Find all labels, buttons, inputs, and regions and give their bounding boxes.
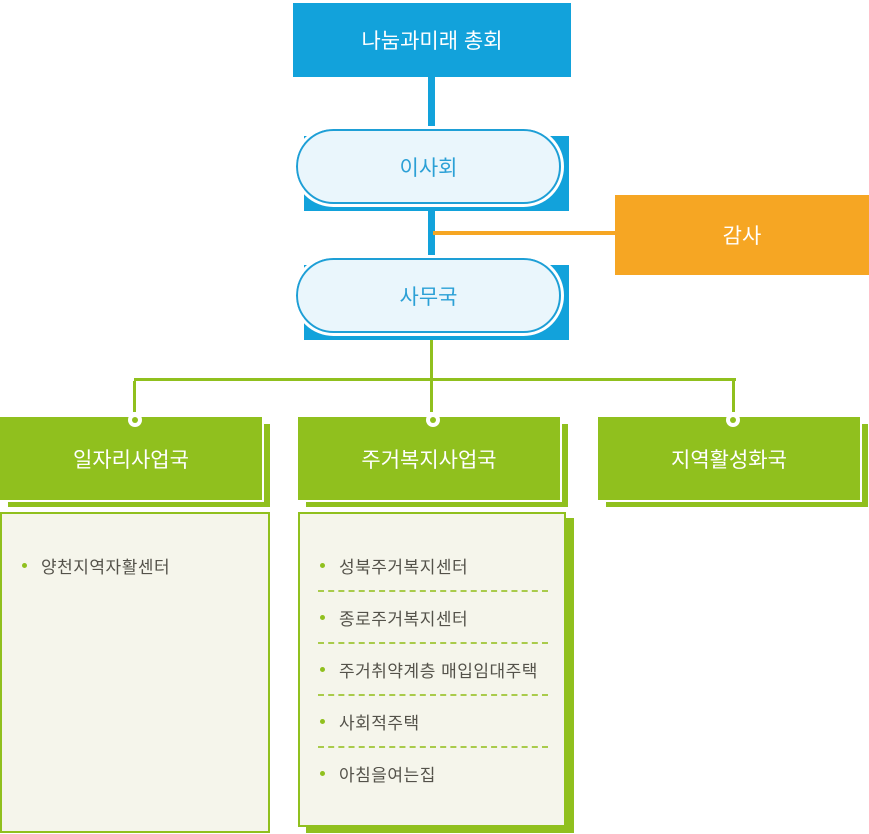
connector-board-secretariat — [428, 211, 435, 258]
connector-anchor-icon — [426, 413, 440, 427]
unit-label: 종로주거복지센터 — [339, 609, 469, 629]
dept-housing-unit-panel: 성북주거복지센터 종로주거복지센터 주거취약계층 매입임대주택 사회적주택 아침… — [298, 512, 574, 833]
connector-drop-middle — [430, 381, 433, 412]
separator — [318, 694, 548, 696]
connector-departments-bar — [134, 378, 736, 381]
dept-jobs-node: 일자리사업국 — [0, 413, 270, 507]
connector-drop-right — [732, 381, 735, 412]
separator — [318, 746, 548, 748]
list-item: 아침을여는집 — [300, 758, 564, 788]
list-item: 사회적주택 — [300, 706, 564, 736]
dept-community-box: 지역활성화국 — [596, 415, 862, 502]
dept-community-node: 지역활성화국 — [596, 413, 868, 507]
anchor-dot-icon — [730, 417, 736, 423]
board-label: 이사회 — [399, 156, 458, 180]
anchor-dot-icon — [430, 417, 436, 423]
bullet-icon — [22, 562, 27, 568]
secretariat-pill: 사무국 — [293, 255, 564, 336]
list-item: 주거취약계층 매입임대주택 — [300, 654, 564, 684]
dept-community-label: 지역활성화국 — [671, 448, 787, 472]
separator — [318, 642, 548, 644]
assembly-box: 나눔과미래 총회 — [293, 3, 571, 77]
unit-label: 아침을여는집 — [339, 765, 436, 785]
audit-label: 감사 — [722, 225, 762, 248]
anchor-dot-icon — [132, 417, 138, 423]
assembly-label: 나눔과미래 총회 — [361, 30, 503, 53]
unit-label: 사회적주택 — [339, 713, 420, 733]
secretariat-node: 사무국 — [293, 255, 569, 340]
bullet-icon — [320, 614, 325, 620]
list-item: 성북주거복지센터 — [300, 550, 564, 580]
board-pill: 이사회 — [293, 126, 564, 207]
dept-jobs-unit-panel: 양천지역자활센터 — [0, 512, 270, 833]
dept-housing-node: 주거복지사업국 — [296, 413, 568, 507]
list-item: 양천지역자활센터 — [2, 550, 268, 580]
connector-anchor-icon — [726, 413, 740, 427]
dept-jobs-box: 일자리사업국 — [0, 415, 264, 502]
separator — [318, 590, 548, 592]
connector-secretariat-stem — [430, 340, 433, 378]
unit-label: 성북주거복지센터 — [339, 557, 469, 577]
dept-housing-box: 주거복지사업국 — [296, 415, 562, 502]
unit-label: 주거취약계층 매입임대주택 — [339, 661, 538, 681]
board-node: 이사회 — [293, 126, 569, 211]
bullet-icon — [320, 562, 325, 568]
audit-box: 감사 — [615, 195, 869, 275]
connector-assembly-board — [428, 77, 435, 129]
secretariat-label: 사무국 — [399, 285, 458, 309]
list-item: 종로주거복지센터 — [300, 602, 564, 632]
dept-jobs-label: 일자리사업국 — [73, 448, 189, 472]
dept-housing-unit-list: 성북주거복지센터 종로주거복지센터 주거취약계층 매입임대주택 사회적주택 아침… — [298, 512, 566, 827]
dept-housing-label: 주거복지사업국 — [361, 448, 497, 472]
unit-label: 양천지역자활센터 — [41, 557, 171, 577]
bullet-icon — [320, 666, 325, 672]
connector-drop-left — [133, 381, 136, 412]
bullet-icon — [320, 770, 325, 776]
bullet-icon — [320, 718, 325, 724]
connector-audit — [433, 231, 615, 235]
connector-anchor-icon — [128, 413, 142, 427]
